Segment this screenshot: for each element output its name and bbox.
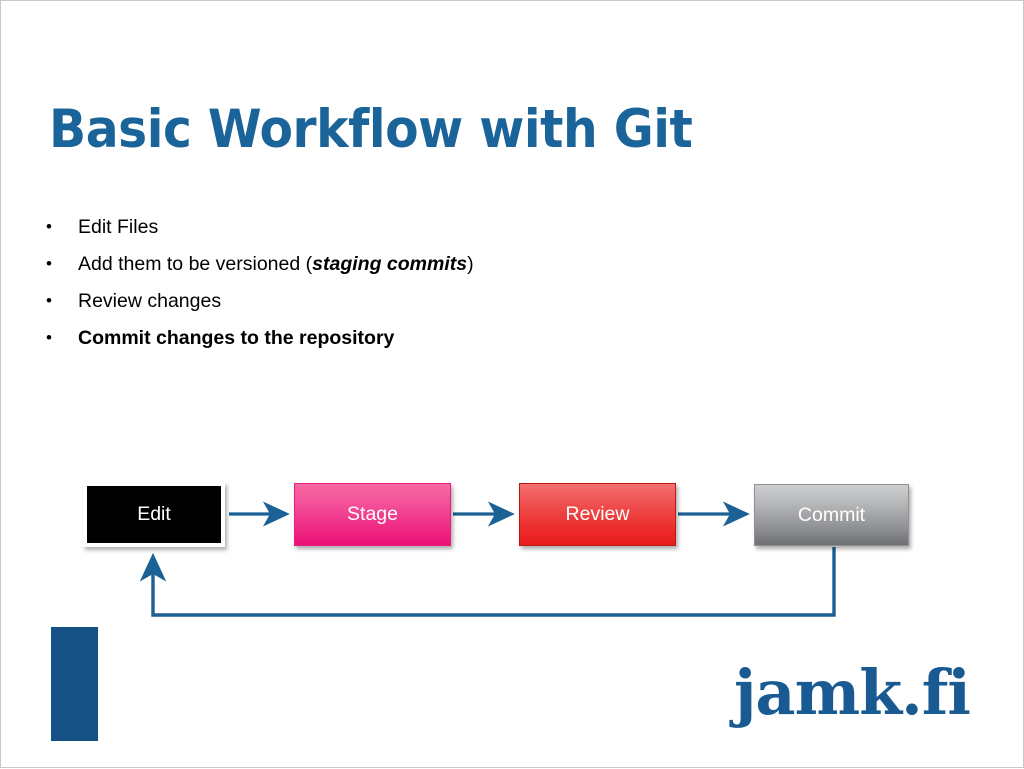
list-item: • Commit changes to the repository <box>41 324 741 361</box>
bullet-point-icon: • <box>46 291 52 310</box>
list-item: • Review changes <box>41 287 741 324</box>
footer-accent-block <box>51 627 98 741</box>
flow-node-label: Edit <box>137 503 171 525</box>
bullet-point-icon: • <box>46 254 52 273</box>
list-item: • Edit Files <box>41 213 741 250</box>
arrow-commit-to-edit-loop <box>139 547 836 617</box>
list-item-label: Add them to be versioned (staging commit… <box>78 253 474 275</box>
flow-node-label: Review <box>565 503 630 525</box>
list-item-label: Review changes <box>78 290 222 312</box>
flow-node-review[interactable]: Review <box>519 483 676 546</box>
bullet-point-icon: • <box>46 217 52 236</box>
flow-node-edit[interactable]: Edit <box>83 482 225 547</box>
list-item-label: Edit Files <box>78 216 159 238</box>
list-item-emphasis: staging commits <box>312 253 468 275</box>
flow-node-commit[interactable]: Commit <box>754 484 909 546</box>
list-item: • Add them to be versioned (staging comm… <box>41 250 741 287</box>
flow-node-stage[interactable]: Stage <box>294 483 451 546</box>
bullet-point-icon: • <box>46 328 52 347</box>
list-item-label: Commit changes to the repository <box>78 327 395 349</box>
jamk-logo: jamk.fi <box>734 656 971 729</box>
flow-node-label: Commit <box>797 503 866 526</box>
flow-node-label: Stage <box>347 503 398 525</box>
bullet-list: • Edit Files • Add them to be versioned … <box>41 213 741 361</box>
page-title: Basic Workflow with Git <box>49 99 693 160</box>
